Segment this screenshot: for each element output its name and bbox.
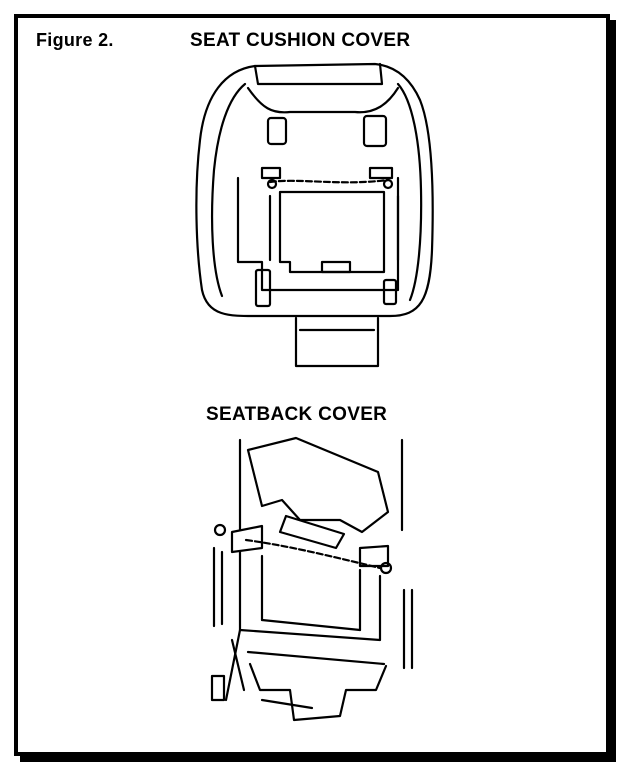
frame-shadow-right: [610, 20, 616, 760]
figure-label: Figure 2.: [36, 30, 114, 50]
seat-cushion-title: SEAT CUSHION COVER: [190, 30, 411, 51]
seatback-title: SEATBACK COVER: [206, 404, 388, 425]
figure-frame: [14, 14, 610, 756]
frame-shadow-bottom: [20, 756, 616, 762]
